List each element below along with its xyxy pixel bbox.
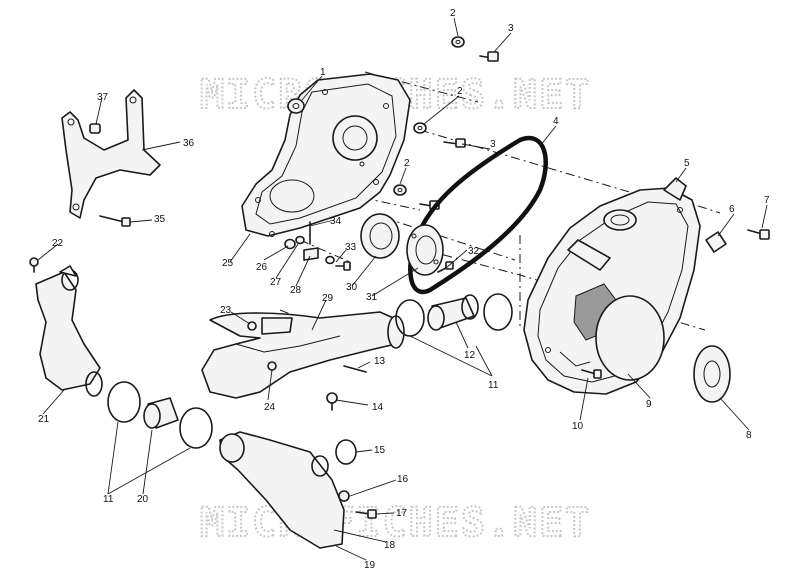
- callout-33: 33: [345, 242, 357, 253]
- callout-37: 37: [97, 92, 109, 103]
- part-20-coupling: [143, 397, 179, 429]
- callout-30: 30: [346, 282, 358, 293]
- callout-6: 6: [729, 204, 735, 215]
- watermark-bottom: MICROFICHES.NET: [200, 500, 591, 546]
- part-1-inner-cover: [241, 73, 411, 237]
- part-10-bolt: [581, 369, 602, 379]
- callout-35: 35: [154, 214, 166, 225]
- part-29-intake-duct: [201, 311, 405, 399]
- part-2-washer-mid: [413, 122, 427, 134]
- part-36-bracket: [61, 89, 161, 219]
- part-5-outer-cover: [523, 177, 701, 395]
- callout-26: 26: [256, 262, 268, 273]
- callout-17: 17: [396, 508, 408, 519]
- callout-1: 1: [320, 67, 326, 78]
- part-7-bolt: [747, 229, 770, 240]
- callout-8: 8: [746, 430, 752, 441]
- part-6-clip: [705, 231, 727, 253]
- part-3-bolt-top: [479, 51, 499, 62]
- callout-24: 24: [264, 402, 276, 413]
- part-16-washer: [338, 490, 350, 502]
- part-8-gasket: [693, 345, 731, 403]
- part-2-washer-low: [393, 184, 407, 196]
- part-22-screw: [29, 257, 39, 273]
- callout-27: 27: [270, 277, 282, 288]
- callout-2-mid: 2: [457, 86, 463, 97]
- part-1-washer: [287, 98, 305, 114]
- callout-14: 14: [372, 402, 384, 413]
- callout-18: 18: [384, 540, 396, 551]
- part-21-intake-tube: [35, 265, 101, 391]
- part-11-clamp-upper-right: [483, 293, 513, 331]
- part-12-coupling: [427, 294, 479, 331]
- callout-3-mid: 3: [490, 139, 496, 150]
- callout-21: 21: [38, 414, 50, 425]
- callout-32: 32: [468, 246, 480, 257]
- part-30-seal: [360, 213, 400, 259]
- callout-25: 25: [222, 258, 234, 269]
- part-14-fastener: [326, 392, 338, 411]
- part-19-outlet-duct: [219, 431, 345, 549]
- callout-31: 31: [366, 292, 378, 303]
- callout-numbers: 2 3 1 2 3 2 4 5 6 7 8 9 10 11 12 13 14 1…: [38, 8, 770, 571]
- callout-16: 16: [397, 474, 409, 485]
- part-31-bearing-plate: [406, 224, 444, 276]
- part-28-clip: [303, 247, 319, 261]
- callout-2-low: 2: [404, 158, 410, 169]
- part-3-bolt-mid: [443, 138, 466, 148]
- callout-28: 28: [290, 285, 302, 296]
- callout-3-top: 3: [508, 23, 514, 34]
- part-33-screw: [335, 261, 351, 271]
- callout-5: 5: [684, 158, 690, 169]
- part-27-washer: [295, 235, 305, 245]
- callout-20: 20: [137, 494, 149, 505]
- callout-29: 29: [322, 293, 334, 304]
- part-4-drive-belt: [408, 135, 548, 295]
- callout-22: 22: [52, 238, 64, 249]
- callout-12: 12: [464, 350, 476, 361]
- part-11-clamp-lower-left: [107, 381, 141, 423]
- part-35-bolt: [99, 215, 131, 227]
- callout-2-top: 2: [450, 8, 456, 19]
- part-11-clamp-lower-right: [179, 407, 213, 449]
- part-2-washer-top: [451, 36, 465, 48]
- callout-9: 9: [646, 399, 652, 410]
- callout-13: 13: [374, 356, 386, 367]
- callout-34: 34: [330, 216, 342, 227]
- callout-19: 19: [364, 560, 376, 571]
- part-24-rivet: [267, 361, 277, 371]
- part-13-screw: [343, 365, 367, 373]
- part-15-clamp: [335, 439, 357, 465]
- callout-11-upper: 11: [488, 380, 499, 391]
- part-21-end-band: [85, 371, 103, 397]
- callout-10: 10: [572, 421, 584, 432]
- callout-15: 15: [374, 445, 386, 456]
- part-29-nut: [325, 255, 335, 265]
- leader-lines: [37, 17, 768, 561]
- callout-7: 7: [764, 195, 770, 206]
- callout-4: 4: [553, 116, 559, 127]
- callout-11-lower: 11: [103, 494, 114, 505]
- part-37-nut: [89, 123, 101, 134]
- callout-36: 36: [183, 138, 195, 149]
- callout-23: 23: [220, 305, 232, 316]
